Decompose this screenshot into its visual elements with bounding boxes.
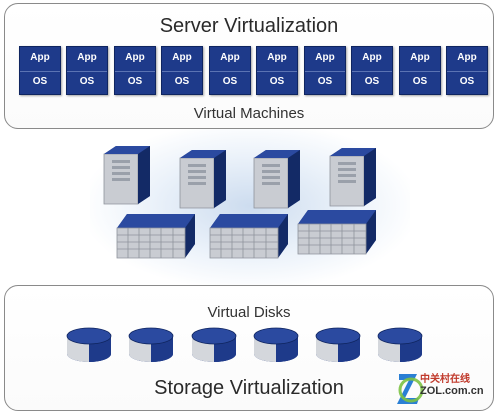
vm-os-label: OS [174, 75, 190, 87]
virtual-machine: App OS [66, 46, 108, 95]
virtual-disks-label: Virtual Disks [207, 304, 291, 321]
virtual-machine: App OS [304, 46, 346, 95]
tower-server [179, 149, 227, 209]
tower-server [329, 147, 377, 207]
virtual-machine: App OS [446, 46, 488, 95]
vm-app-label: App [257, 47, 297, 72]
vm-row: App OS App OS App OS App OS App OS App O… [19, 46, 489, 96]
virtual-machine: App OS [19, 46, 61, 95]
storage-virtualization-panel: Virtual Disks Storage Virtualization [4, 285, 494, 411]
watermark-cn-text: 中关村在线 [420, 374, 470, 385]
virtual-disk-icon [66, 327, 112, 363]
vm-app-label: App [352, 47, 392, 72]
virtual-machine: App OS [114, 46, 156, 95]
zol-watermark-logo [397, 374, 424, 404]
virtual-machine: App OS [399, 46, 441, 95]
vm-app-label: App [115, 47, 155, 72]
vm-os-label: OS [127, 75, 143, 87]
virtual-disk-icon [191, 327, 237, 363]
vm-os-label: OS [269, 75, 285, 87]
virtual-machine: App OS [256, 46, 298, 95]
storage-virtualization-title: Storage Virtualization [154, 377, 344, 399]
storage-array [297, 209, 377, 255]
vm-os-label: OS [317, 75, 333, 87]
virtual-machines-label: Virtual Machines [193, 105, 305, 122]
vm-app-label: App [162, 47, 202, 72]
vm-os-label: OS [364, 75, 380, 87]
vm-app-label: App [20, 47, 60, 72]
storage-array [209, 213, 289, 259]
vm-app-label: App [67, 47, 107, 72]
vm-os-label: OS [79, 75, 95, 87]
virtual-disk-icon [315, 327, 361, 363]
vm-app-label: App [400, 47, 440, 72]
watermark-site-text: ZOL.com.cn [420, 385, 484, 397]
tower-server [103, 145, 151, 205]
vm-os-label: OS [32, 75, 48, 87]
vm-os-label: OS [222, 75, 238, 87]
vm-app-label: App [447, 47, 487, 72]
vm-app-label: App [305, 47, 345, 72]
virtual-machine: App OS [161, 46, 203, 95]
vm-app-label: App [210, 47, 250, 72]
virtual-machine: App OS [209, 46, 251, 95]
virtual-disk-icon [253, 327, 299, 363]
server-virtualization-title: Server Virtualization [159, 15, 339, 37]
virtual-disk-icon [128, 327, 174, 363]
server-virtualization-panel: Server Virtualization App OS App OS App … [4, 3, 494, 129]
virtual-machine: App OS [351, 46, 393, 95]
vm-os-label: OS [459, 75, 475, 87]
virtual-disk-icon [377, 327, 423, 363]
storage-array [116, 213, 196, 259]
tower-server [253, 149, 301, 209]
virtual-disks-row [66, 327, 423, 363]
vm-os-label: OS [412, 75, 428, 87]
